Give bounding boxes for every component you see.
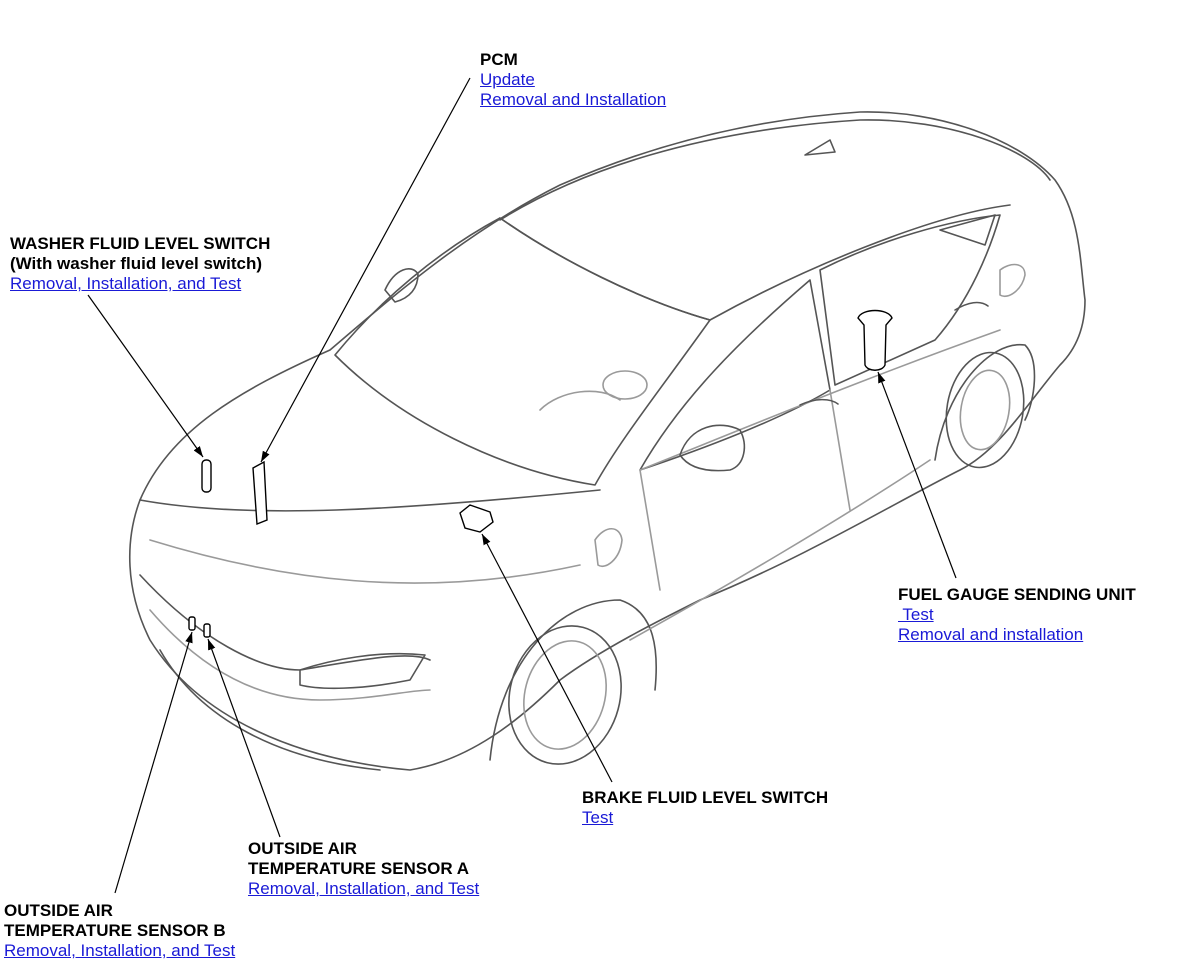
leader-pcm (260, 77, 471, 463)
rear-wheel-arch (935, 345, 1034, 460)
rear-side-window (820, 215, 1000, 385)
oat-b-title-line-1: OUTSIDE AIR (4, 901, 113, 920)
leader-lines (87, 77, 957, 894)
brake-fluid-reservoir-icon (459, 504, 494, 533)
rear-wheel-rim (954, 366, 1015, 453)
outside-air-temp-sensor-a-icon (203, 623, 211, 638)
front-door-handle (800, 400, 838, 405)
door-divider (830, 390, 850, 510)
roof-antenna (805, 140, 835, 155)
pcm-update-link[interactable]: Update (480, 70, 535, 89)
washer-title-line-1: WASHER FLUID LEVEL SWITCH (10, 234, 271, 253)
interior-seat (540, 391, 620, 410)
oat-b-title-line-2: TEMPERATURE SENSOR B (4, 921, 226, 940)
callout-brake-fluid-level-switch: BRAKE FLUID LEVEL SWITCH Test (582, 788, 828, 828)
leader-oat-a (207, 638, 281, 838)
oat-a-title-line-1: OUTSIDE AIR (248, 839, 357, 858)
hood-edge (140, 490, 600, 511)
front-side-window (640, 280, 830, 470)
oat-a-title-line-2: TEMPERATURE SENSOR A (248, 859, 470, 878)
car-body-outline (130, 112, 1085, 770)
pcm-icon (252, 460, 268, 526)
front-bumper-lower (160, 650, 380, 770)
headlight (300, 654, 425, 689)
brake-fluid-title: BRAKE FLUID LEVEL SWITCH (582, 788, 829, 807)
quarter-window (940, 215, 995, 245)
pcm-removal-installation-link[interactable]: Removal and Installation (480, 90, 667, 109)
front-grille-lower (150, 610, 430, 700)
fuel-gauge-removal-installation-link[interactable]: Removal and installation (898, 625, 1084, 644)
rear-wheel (938, 346, 1033, 473)
front-wheel (494, 613, 636, 777)
callout-outside-air-temp-sensor-a: OUTSIDE AIR TEMPERATURE SENSOR A Removal… (248, 839, 479, 899)
components (188, 309, 893, 638)
front-grille (140, 575, 430, 670)
callout-fuel-gauge-sending-unit: FUEL GAUGE SENDING UNIT Test Removal and… (898, 585, 1136, 645)
callout-outside-air-temp-sensor-b: OUTSIDE AIR TEMPERATURE SENSOR B Removal… (4, 901, 235, 961)
front-door-front-edge (640, 470, 660, 590)
oat-b-removal-installation-test-link[interactable]: Removal, Installation, and Test (4, 941, 236, 960)
hood-crease (150, 540, 580, 583)
oat-a-removal-installation-test-link[interactable]: Removal, Installation, and Test (248, 879, 480, 898)
fuel-door (1000, 265, 1025, 297)
door-sill-line (630, 460, 930, 640)
side-mirror-right (680, 425, 744, 470)
front-fender-door (595, 529, 622, 567)
washer-removal-installation-test-link[interactable]: Removal, Installation, and Test (10, 274, 242, 293)
outside-air-temp-sensor-b-icon (188, 616, 196, 631)
windshield-outline (335, 218, 710, 485)
leader-washer (87, 294, 204, 458)
callout-washer-fluid-level-switch: WASHER FLUID LEVEL SWITCH (With washer f… (10, 234, 270, 294)
callout-pcm: PCM Update Removal and Installation (480, 50, 666, 110)
leader-brake (481, 533, 613, 783)
fuel-gauge-sending-unit-icon (857, 309, 893, 371)
washer-title-line-2: (With washer fluid level switch) (10, 254, 263, 273)
brake-fluid-test-link[interactable]: Test (582, 808, 614, 827)
fuel-gauge-test-link[interactable]: Test (898, 605, 934, 624)
leader-fuel (877, 371, 957, 579)
washer-fluid-level-switch-icon (201, 459, 212, 493)
rear-door-handle (955, 303, 988, 310)
fuel-gauge-title: FUEL GAUGE SENDING UNIT (898, 585, 1136, 604)
roof-rail (500, 205, 1010, 320)
car-outline (130, 112, 1085, 777)
front-wheel-arch (490, 600, 656, 760)
side-mirror-left (385, 269, 418, 302)
steering-wheel (603, 371, 647, 399)
pcm-title: PCM (480, 50, 518, 69)
roof-outline (500, 120, 1050, 220)
front-wheel-rim (512, 632, 618, 759)
leader-oat-b (114, 631, 193, 894)
